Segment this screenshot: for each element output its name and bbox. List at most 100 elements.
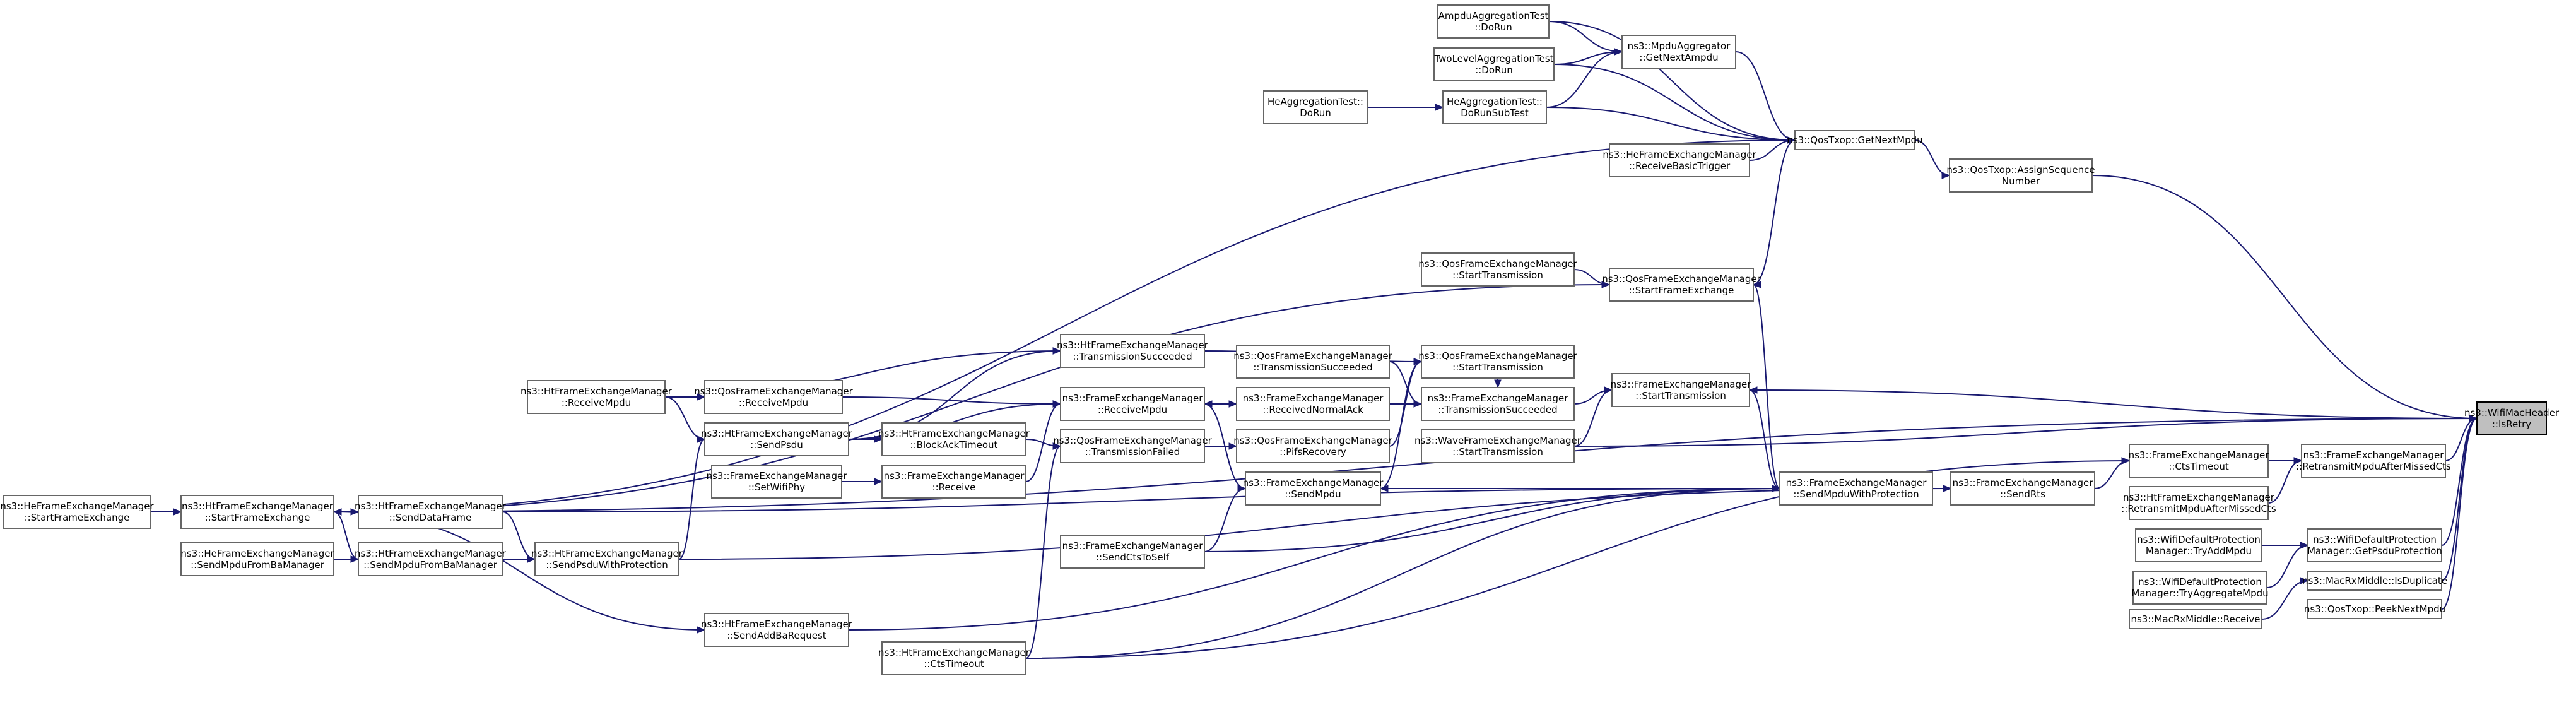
graph-node[interactable]: ns3::HtFrameExchangeManager::StartFrameE…	[180, 495, 334, 529]
node-box	[881, 465, 1026, 499]
edge-path	[1548, 21, 1796, 141]
node-label-line: ::TransmissionSucceeded	[1073, 351, 1192, 362]
node-label-line: ns3::HtFrameExchangeManager	[355, 548, 507, 559]
graph-node[interactable]: ns3::HeFrameExchangeManager::SendMpduFro…	[180, 542, 334, 576]
graph-node[interactable]: ns3::WifiDefaultProtectionManager::TryAd…	[2135, 528, 2262, 562]
graph-node[interactable]: ns3::HtFrameExchangeManager::SendAddBaRe…	[701, 613, 853, 647]
graph-node[interactable]: ns3::QosTxop::PeekNextMpdu	[2304, 599, 2445, 619]
node-box	[1263, 90, 1368, 124]
node-box	[2129, 609, 2262, 629]
graph-node[interactable]: ns3::HtFrameExchangeManager::ReceiveMpdu	[520, 380, 673, 414]
graph-node[interactable]: ns3::QosFrameExchangeManager::StartTrans…	[1418, 345, 1578, 379]
node-label-line: ::ReceiveMpdu	[739, 397, 808, 408]
node-box	[2307, 528, 2442, 562]
node-label-line: ns3::QosFrameExchangeManager	[1418, 350, 1577, 362]
graph-node[interactable]: ns3::FrameExchangeManager::TransmissionS…	[1421, 387, 1575, 421]
node-box	[1609, 143, 1750, 177]
graph-node[interactable]: ns3::MpduAggregator::GetNextAmpdu	[1621, 35, 1736, 69]
node-label-line: ns3::HtFrameExchangeManager	[701, 428, 853, 439]
node-label-line: ns3::WifiDefaultProtection	[2313, 534, 2437, 545]
graph-node[interactable]: ns3::HeFrameExchangeManager::ReceiveBasi…	[1603, 143, 1756, 177]
edge-arrowhead	[2469, 415, 2478, 422]
graph-node[interactable]: ns3::FrameExchangeManager::ReceiveMpdu	[1060, 387, 1205, 421]
call-edge	[2441, 415, 2478, 546]
graph-node[interactable]: ns3::QosFrameExchangeManager::PifsRecove…	[1233, 429, 1393, 463]
graph-node[interactable]: HeAggregationTest::DoRunSubTest	[1442, 90, 1547, 124]
graph-node[interactable]: ns3::HtFrameExchangeManager::SendPsdu	[701, 422, 853, 456]
call-edge	[849, 435, 883, 443]
node-label-line: ns3::QosFrameExchangeManager	[1233, 435, 1392, 446]
node-box	[2129, 444, 2269, 478]
node-label-line: ns3::FrameExchangeManager	[884, 470, 1025, 482]
edge-path	[1548, 21, 1623, 52]
node-label-line: ns3::WifiMacHeader	[2464, 407, 2560, 418]
node-label-line: ns3::HtFrameExchangeManager	[355, 501, 507, 512]
graph-node[interactable]: ns3::QosTxop::GetNextMpdu	[1787, 130, 1923, 150]
edge-path	[1573, 418, 2478, 447]
graph-node[interactable]: ns3::HtFrameExchangeManager::SendPsduWit…	[531, 542, 683, 576]
graph-node[interactable]: ns3::FrameExchangeManager::ReceivedNorma…	[1236, 387, 1390, 421]
graph-node[interactable]: ns3::QosFrameExchangeManager::ReceiveMpd…	[694, 380, 854, 414]
graph-node[interactable]: ns3::FrameExchangeManager::SetWifiPhy	[707, 465, 848, 499]
graph-node[interactable]: ns3::FrameExchangeManager::SendMpduWithP…	[1779, 471, 1933, 506]
graph-node[interactable]: AmpduAggregationTest::DoRun	[1437, 4, 1550, 39]
node-label-line: ::StartFrameExchange	[1629, 285, 1734, 296]
graph-node[interactable]: ns3::FrameExchangeManager::SendCtsToSelf	[1060, 535, 1205, 569]
graph-node[interactable]: ns3::WifiDefaultProtectionManager::GetPs…	[2307, 528, 2442, 562]
graph-node[interactable]: TwoLevelAggregationTest::DoRun	[1433, 47, 1555, 81]
node-box	[704, 422, 849, 456]
graph-node[interactable]: ns3::HtFrameExchangeManager::RetransmitM…	[2121, 486, 2276, 520]
graph-node[interactable]: ns3::HtFrameExchangeManager::Transmissio…	[1057, 334, 1209, 368]
node-label-line: ::ReceiveMpdu	[562, 397, 631, 408]
call-edge	[2261, 577, 2309, 620]
node-label-line: ::SendDataFrame	[389, 512, 471, 523]
node-label-line: ::SendPsdu	[750, 439, 803, 451]
node-label-line: ns3::QosTxop::GetNextMpdu	[1787, 134, 1922, 146]
graph-node[interactable]: ns3::QosFrameExchangeManager::Transmissi…	[1053, 429, 1213, 463]
graph-node[interactable]: ns3::HtFrameExchangeManager::BlockAckTim…	[878, 422, 1030, 456]
node-box	[1421, 387, 1575, 421]
node-label-line: ns3::HtFrameExchangeManager	[182, 501, 334, 512]
node-label-line: ::TransmissionFailed	[1085, 446, 1180, 458]
edge-path	[1380, 361, 1422, 489]
edge-path	[2261, 580, 2308, 620]
edge-path	[1546, 51, 1623, 108]
node-label-line: TwoLevelAggregationTest	[1433, 53, 1553, 64]
node-label-line: ns3::QosTxop::PeekNextMpdu	[2304, 603, 2445, 615]
graph-node[interactable]: ns3::HtFrameExchangeManager::SendMpduFro…	[355, 542, 507, 576]
node-box	[527, 380, 666, 414]
graph-node[interactable]: ns3::MacRxMiddle::IsDuplicate	[2302, 571, 2447, 591]
call-edge	[1204, 442, 1238, 450]
graph-node[interactable]: ns3::FrameExchangeManager::Receive	[881, 465, 1026, 499]
graph-node[interactable]: ns3::FrameExchangeManager::RetransmitMpd…	[2296, 444, 2451, 478]
call-edge	[1752, 281, 1780, 489]
graph-node[interactable]: ns3::MacRxMiddle::Receive	[2129, 609, 2262, 629]
graph-node[interactable]: ns3::FrameExchangeManager::StartTransmis…	[1611, 373, 1752, 407]
node-label-line: DoRun	[1300, 107, 1331, 119]
edge-path	[1553, 51, 1623, 65]
call-edge	[2441, 415, 2478, 610]
graph-node[interactable]: ns3::FrameExchangeManager::SendMpdu	[1243, 471, 1384, 506]
graph-node[interactable]: ns3::HeFrameExchangeManager::StartFrameE…	[0, 495, 154, 529]
graph-node[interactable]: ns3::QosFrameExchangeManager::StartFrame…	[1602, 268, 1761, 302]
node-box	[358, 542, 503, 576]
edge-arrowhead	[697, 435, 706, 443]
graph-node[interactable]: ns3::FrameExchangeManager::SendRts	[1950, 471, 2095, 506]
edge-arrowhead	[1203, 400, 1213, 408]
graph-node[interactable]: ns3::HtFrameExchangeManager::SendDataFra…	[355, 495, 507, 529]
graph-node[interactable]: ns3::FrameExchangeManager::CtsTimeout	[2129, 444, 2270, 478]
edge-arrowhead	[1787, 136, 1796, 144]
root-node: ns3::WifiMacHeader::IsRetry	[2464, 401, 2560, 435]
node-label-line: ::PifsRecovery	[1279, 446, 1346, 458]
graph-node[interactable]: ns3::WaveFrameExchangeManager::StartTran…	[1414, 429, 1582, 463]
node-label-line: ns3::FrameExchangeManager	[2303, 449, 2445, 461]
graph-node[interactable]: ns3::HtFrameExchangeManager::CtsTimeout	[878, 641, 1030, 675]
graph-node[interactable]: ns3::QosFrameExchangeManager::StartTrans…	[1418, 252, 1578, 287]
graph-node[interactable]: HeAggregationTest::DoRun	[1263, 90, 1368, 124]
graph-node[interactable]: ns3::WifiDefaultProtectionManager::TryAg…	[2131, 571, 2269, 605]
edge-arrowhead	[1941, 172, 1951, 179]
graph-node[interactable]: ns3::QosFrameExchangeManager::Transmissi…	[1233, 345, 1393, 379]
node-label-line: ::SendMpdu	[1285, 489, 1341, 500]
node-label-line: ns3::MpduAggregator	[1628, 40, 1731, 52]
